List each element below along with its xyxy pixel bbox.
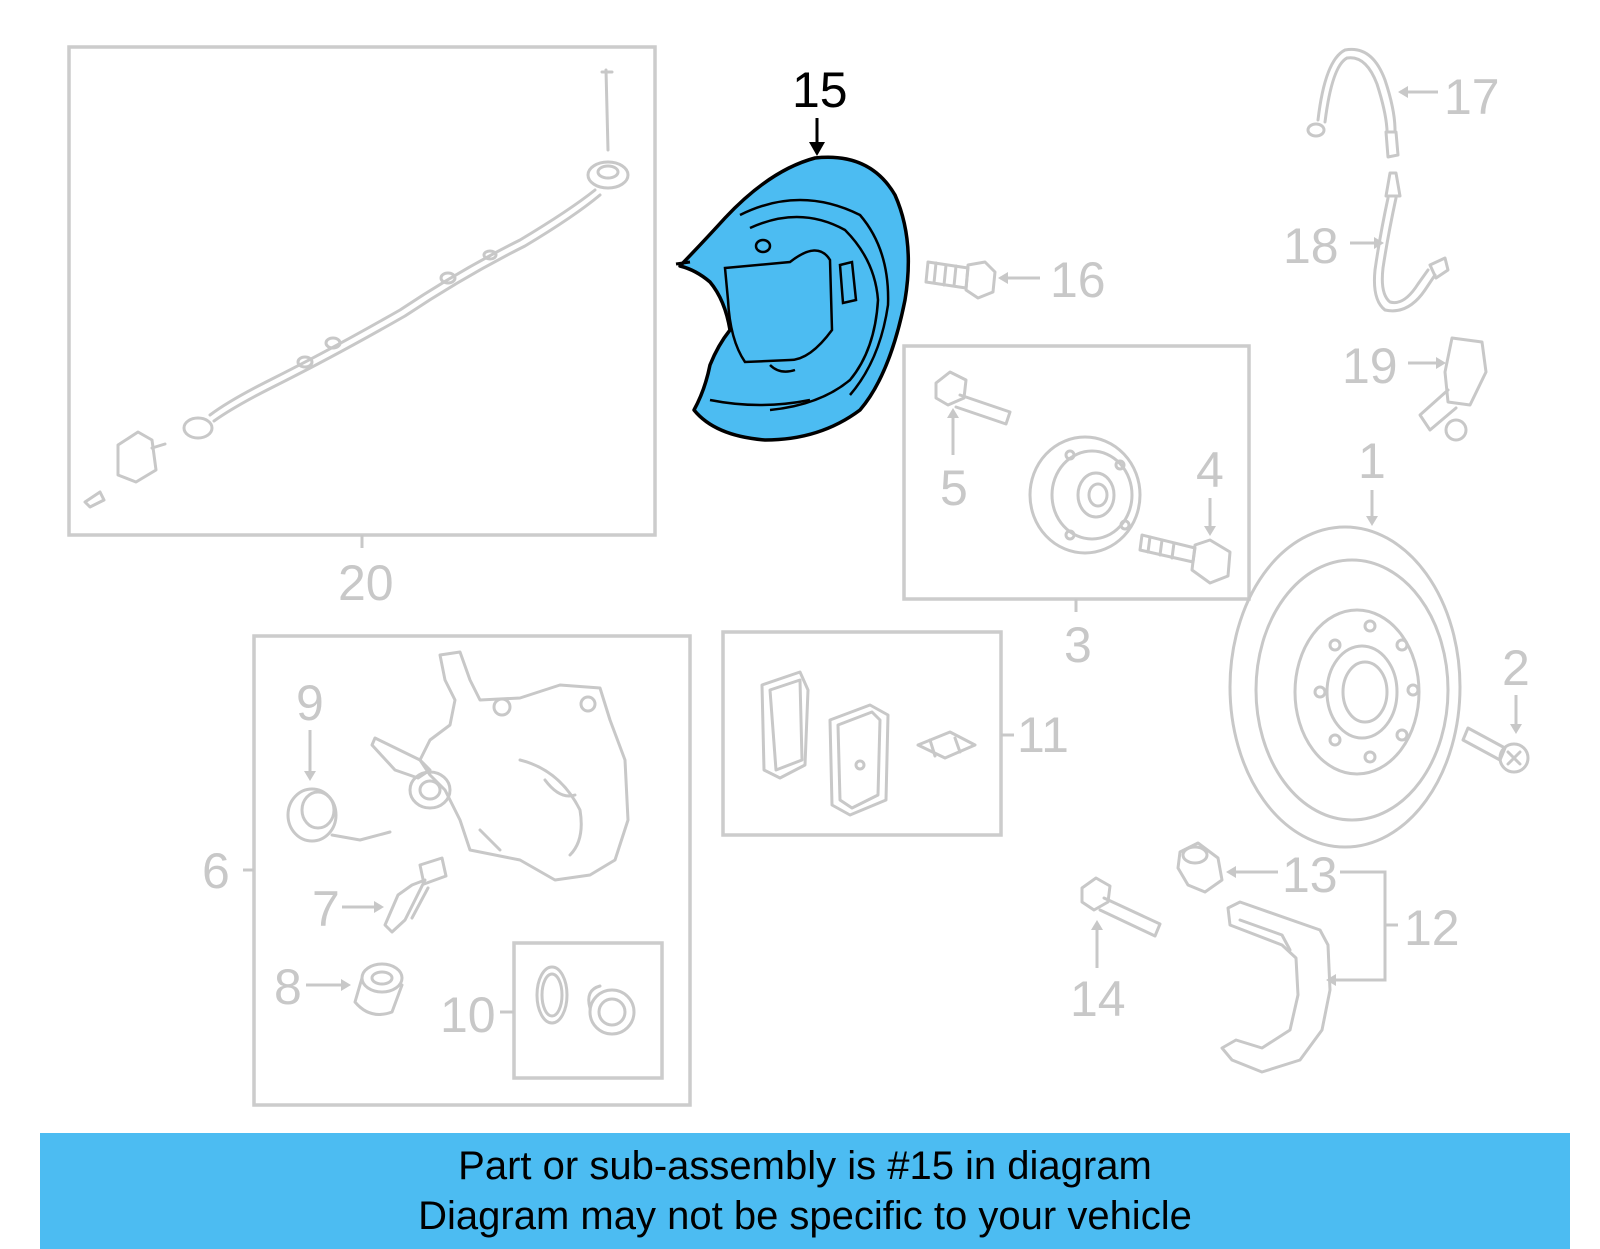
assembly-box-10: [512, 941, 664, 1080]
callout-10[interactable]: 10: [440, 987, 496, 1043]
info-banner: Part or sub-assembly is #15 in diagram D…: [40, 1133, 1570, 1249]
callout-14[interactable]: 14: [1070, 971, 1126, 1027]
abs-sensor-icon: [1418, 336, 1488, 442]
hub-bolt-icon-4: [1138, 533, 1232, 585]
spring-clip-icon-9: [286, 787, 392, 843]
callout-13[interactable]: 13: [1282, 847, 1338, 903]
boot-icon-13: [1176, 841, 1224, 894]
callout-15[interactable]: 15: [792, 62, 848, 118]
callout-20[interactable]: 20: [338, 555, 394, 611]
callout-19[interactable]: 19: [1342, 338, 1398, 394]
brake-hose-icon-17: [1306, 47, 1400, 159]
seal-kit-icon: [535, 965, 636, 1036]
callout-18[interactable]: 18: [1283, 218, 1339, 274]
backing-plate-icon[interactable]: [675, 155, 911, 442]
stud-icon-5: [934, 370, 1012, 426]
bushing-icon-8: [353, 962, 404, 1016]
callout-1[interactable]: 1: [1358, 433, 1386, 489]
callout-8[interactable]: 8: [274, 959, 302, 1015]
callout-11[interactable]: 11: [1017, 707, 1069, 763]
bolt-icon-16: [924, 260, 997, 300]
banner-line-1: Part or sub-assembly is #15 in diagram: [458, 1144, 1152, 1188]
callout-3[interactable]: 3: [1064, 617, 1092, 673]
brake-pads-icon: [760, 670, 977, 817]
callout-16[interactable]: 16: [1050, 252, 1106, 308]
sensor-cable-icon: [83, 68, 630, 509]
screw-icon-2: [1461, 726, 1530, 774]
guide-bolt-icon-14: [1080, 876, 1162, 938]
callout-4[interactable]: 4: [1196, 442, 1224, 498]
brake-rotor-icon: [1228, 525, 1462, 849]
hub-assembly-icon: [1028, 435, 1142, 555]
brake-hose-icon-18: [1373, 171, 1450, 313]
bleeder-icon-7: [383, 856, 448, 934]
banner-line-2: Diagram may not be specific to your vehi…: [418, 1194, 1192, 1238]
callout-6[interactable]: 6: [202, 843, 230, 899]
callout-12[interactable]: 12: [1404, 900, 1460, 956]
callout-9[interactable]: 9: [296, 675, 324, 731]
callout-2[interactable]: 2: [1502, 640, 1530, 696]
assembly-box-20: [67, 45, 657, 537]
callout-7[interactable]: 7: [312, 881, 340, 937]
callout-17[interactable]: 17: [1444, 69, 1500, 125]
caliper-icon: [370, 650, 630, 882]
caliper-bracket-icon: [1220, 900, 1332, 1074]
callout-5[interactable]: 5: [940, 460, 968, 516]
